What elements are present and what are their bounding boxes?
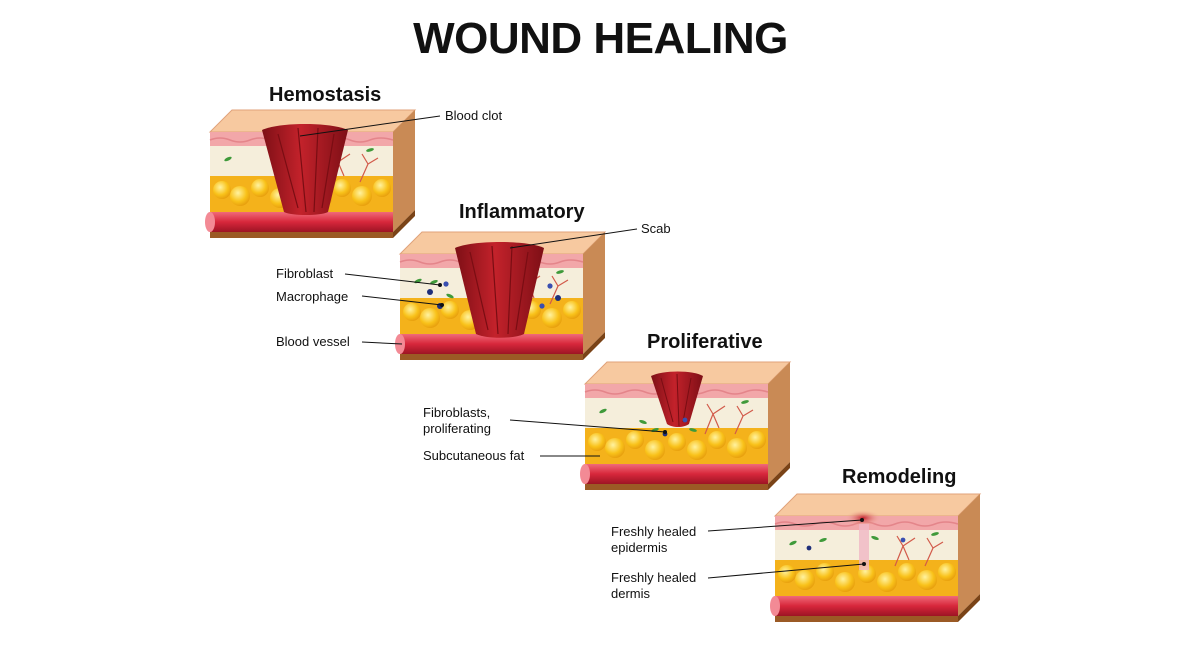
healed-wound-mark xyxy=(845,510,881,526)
label-fresh-epidermis-line2: epidermis xyxy=(611,540,668,555)
hemostasis-block xyxy=(204,109,416,239)
label-fresh-dermis: Freshly healed dermis xyxy=(611,570,696,602)
proliferative-block xyxy=(579,361,791,491)
stage-title-remodeling: Remodeling xyxy=(842,466,957,488)
label-fibroblasts-proliferating: Fibroblasts, proliferating xyxy=(423,405,491,437)
remodeling-block xyxy=(769,493,981,623)
leader-lines xyxy=(299,115,865,579)
stage-title-proliferative: Proliferative xyxy=(647,331,763,353)
inflammatory-block xyxy=(394,231,606,361)
label-fresh-dermis-line2: dermis xyxy=(611,586,651,601)
label-fresh-epidermis: Freshly healed epidermis xyxy=(611,524,696,556)
label-fibroblasts-line1: Fibroblasts, xyxy=(423,405,491,420)
stage-title-hemostasis: Hemostasis xyxy=(269,84,382,106)
stage-title-inflammatory: Inflammatory xyxy=(459,201,585,223)
diagram-title: WOUND HEALING xyxy=(413,14,788,63)
label-blood-vessel: Blood vessel xyxy=(276,334,350,349)
scab xyxy=(455,242,544,338)
label-fibroblast: Fibroblast xyxy=(276,266,334,281)
blood-clot xyxy=(262,124,348,215)
healed-scar-tissue xyxy=(859,524,869,570)
label-fibroblasts-line2: proliferating xyxy=(423,421,491,436)
label-fresh-epidermis-line1: Freshly healed xyxy=(611,524,697,539)
label-blood-clot: Blood clot xyxy=(445,108,503,123)
label-macrophage: Macrophage xyxy=(276,289,349,304)
label-scab: Scab xyxy=(641,221,671,236)
label-fresh-dermis-line1: Freshly healed xyxy=(611,570,697,585)
label-subcutaneous-fat: Subcutaneous fat xyxy=(423,448,525,463)
